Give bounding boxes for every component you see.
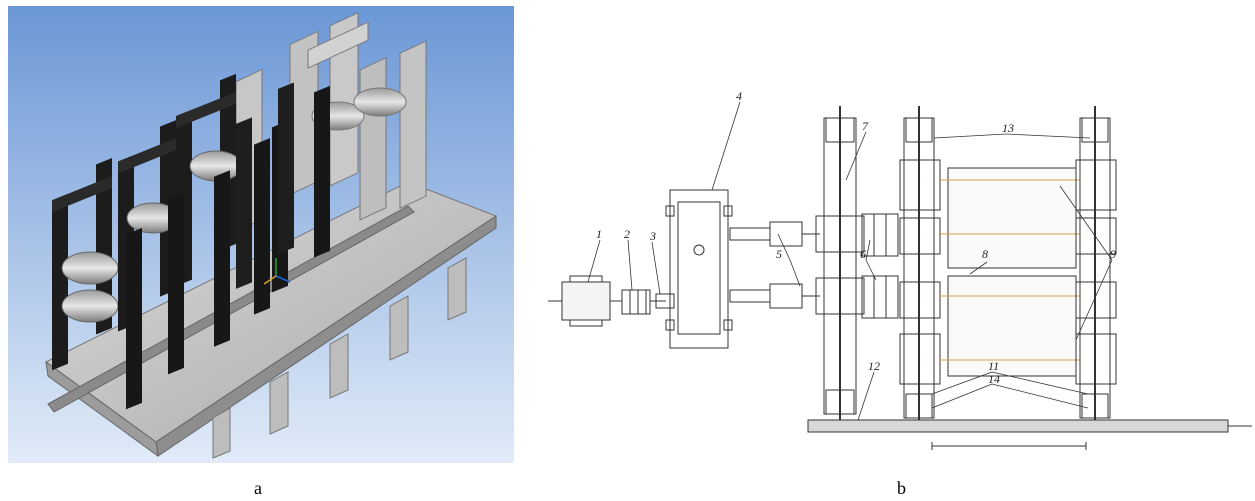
output-shafts <box>729 221 820 309</box>
coupling <box>621 289 666 315</box>
callout-7: 7 <box>862 119 869 133</box>
callout-labels: 1 2 3 4 5 6 7 8 9 11 12 13 14 <box>596 90 1116 386</box>
axis-triad <box>263 258 291 285</box>
callout-13: 13 <box>1002 121 1014 135</box>
callout-3: 3 <box>649 229 656 243</box>
caption-a: a <box>254 478 262 498</box>
callout-2: 2 <box>624 227 630 241</box>
work-stand-left <box>899 106 941 430</box>
rolling-mill-3d-model <box>8 6 514 463</box>
callout-9: 9 <box>1110 247 1116 261</box>
leader-lines <box>587 101 1113 421</box>
motor <box>548 275 622 327</box>
callout-4: 4 <box>736 90 742 103</box>
work-stand-right <box>1075 106 1117 430</box>
callout-5: 5 <box>776 247 782 261</box>
callout-14: 14 <box>988 372 1000 386</box>
front-stands-dark <box>52 73 330 410</box>
callout-1: 1 <box>596 227 602 241</box>
gearbox <box>665 189 733 349</box>
work-rolls <box>940 167 1080 377</box>
spindle-couplings <box>861 213 899 319</box>
callout-11: 11 <box>988 359 999 373</box>
callout-12: 12 <box>868 359 880 373</box>
caption-b: b <box>897 478 906 498</box>
callout-8: 8 <box>982 247 988 261</box>
rolling-mill-drawing: 1 2 3 4 5 6 7 8 9 11 12 13 14 <box>548 90 1252 450</box>
input-shaft <box>655 293 675 309</box>
pinion-stand <box>815 106 865 430</box>
callout-6: 6 <box>860 247 866 261</box>
base-plate <box>807 419 1252 450</box>
